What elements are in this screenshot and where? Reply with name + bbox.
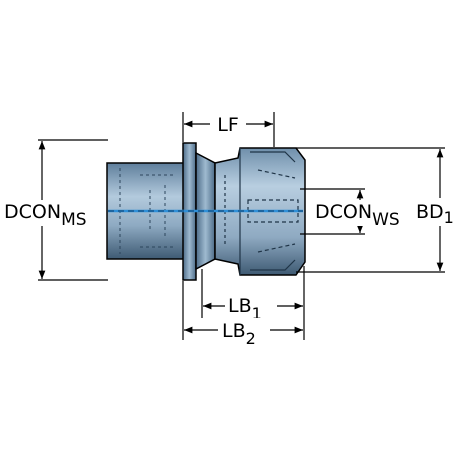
- label-lb2-sub: 2: [246, 329, 256, 348]
- label-dcon-ws: DCONWS: [315, 201, 400, 230]
- label-bd1: BD1: [416, 201, 454, 227]
- label-lb1-main: LB: [228, 295, 252, 317]
- label-dcon-ms: DCONMS: [4, 201, 87, 230]
- label-dcon-ws-main: DCON: [315, 201, 372, 223]
- label-bd1-sub: 1: [444, 208, 454, 227]
- label-lb1-sub: 1: [252, 304, 262, 323]
- label-lf: LF: [217, 114, 239, 136]
- label-dcon-ws-sub: WS: [372, 210, 400, 230]
- label-dcon-ms-main: DCON: [4, 201, 61, 223]
- label-lb1: LB1: [228, 295, 262, 323]
- dimension-labels: LF DCONMS DCONWS BD1 LB1 LB2: [2, 112, 459, 348]
- label-bd1-main: BD: [416, 201, 444, 223]
- label-lb2: LB2: [222, 320, 256, 348]
- tool-body: [106, 142, 306, 281]
- label-lb2-main: LB: [222, 320, 246, 342]
- label-dcon-ms-sub: MS: [61, 210, 86, 230]
